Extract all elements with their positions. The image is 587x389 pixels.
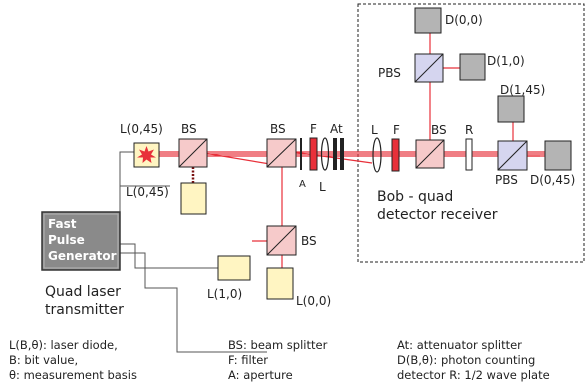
laser-lower-45 <box>180 182 207 215</box>
label-lens-tx: L <box>319 180 326 194</box>
filter-tx <box>309 137 318 171</box>
transmitter-caption-1: Quad laser <box>45 284 121 300</box>
laser-0-0 <box>266 267 294 300</box>
label-detector-00: D(0,0) <box>445 13 483 27</box>
attenuator-plate-2 <box>340 138 344 170</box>
label-filter-rx: F <box>393 123 400 137</box>
transmitter-caption-2: transmitter <box>45 302 124 318</box>
label-detector-10: D(1,0) <box>487 54 525 68</box>
attenuator-plate-1 <box>333 138 337 170</box>
label-laser-top: L(0,45) <box>120 122 163 136</box>
pbs-top <box>414 53 444 83</box>
label-filter-tx: F <box>310 122 317 136</box>
detector-0-0 <box>414 7 442 34</box>
legend-item: L(B,θ): laser diode, <box>9 338 118 352</box>
label-bs-lower: BS <box>301 234 317 248</box>
detector-0-45 <box>544 140 572 171</box>
legend-column-3: At: attenuator splitter D(B,θ): photon c… <box>397 338 550 383</box>
laser-top-45 <box>133 142 160 168</box>
legend-column-2: BS: beam splitter F: filter A: aperture <box>228 338 327 383</box>
label-waveplate: R <box>465 123 473 137</box>
label-pbs-top: PBS <box>378 66 401 80</box>
legend-item: F: filter <box>228 353 269 367</box>
label-laser-mid: L(1,0) <box>207 287 242 301</box>
detector-1-0 <box>459 53 486 81</box>
label-pbs-right: PBS <box>495 173 518 187</box>
legend-item: θ: measurement basis <box>9 368 137 382</box>
legend-item: A: aperture <box>228 368 293 382</box>
label-detector-145: D(1,45) <box>500 83 545 97</box>
label-detector-045: D(0,45) <box>530 173 575 187</box>
generator-line-2: Pulse <box>48 233 85 247</box>
generator-line-1: Fast <box>48 217 77 231</box>
filter-rx <box>391 138 400 172</box>
generator-line-3: Generator <box>48 249 117 263</box>
beam-splitter-lower <box>266 225 297 256</box>
legend-item: B: bit value, <box>9 353 79 367</box>
beam-splitter-center <box>266 138 297 168</box>
lens-rx <box>372 137 382 173</box>
legend-item: D(B,θ): photon counting <box>397 353 536 367</box>
legend-column-1: L(B,θ): laser diode, B: bit value, θ: me… <box>9 338 137 383</box>
beam-splitter-bob <box>415 139 445 169</box>
label-laser-bottom: L(0,0) <box>296 294 331 308</box>
receiver-boundary <box>357 3 585 263</box>
laser-burst-icon <box>137 146 156 163</box>
pbs-right <box>497 140 528 171</box>
receiver-caption-1: Bob - quad <box>377 189 453 205</box>
legend-item: BS: beam splitter <box>228 338 328 352</box>
detector-1-45 <box>497 95 525 123</box>
electrical-wires <box>119 151 267 353</box>
legend-item: At: attenuator splitter <box>397 338 522 352</box>
receiver-caption-2: detector receiver <box>377 207 498 223</box>
aperture <box>300 138 302 170</box>
label-laser-lower: L(0,45) <box>126 185 169 199</box>
label-aperture: A <box>299 179 306 190</box>
label-attenuator: At <box>330 122 343 136</box>
label-bs-left: BS <box>181 122 197 136</box>
half-wave-plate <box>465 138 473 171</box>
beam-splitter-left <box>178 138 208 168</box>
label-bs-center: BS <box>270 122 286 136</box>
laser-1-0 <box>217 255 251 281</box>
lens-tx <box>320 137 330 171</box>
laser-beams <box>158 25 545 280</box>
pulse-generator: Fast Pulse Generator <box>41 211 121 271</box>
legend-item: detector R: 1/2 wave plate <box>397 368 550 382</box>
label-lens-rx: L <box>371 123 378 137</box>
label-bs-bob: BS <box>431 123 447 137</box>
